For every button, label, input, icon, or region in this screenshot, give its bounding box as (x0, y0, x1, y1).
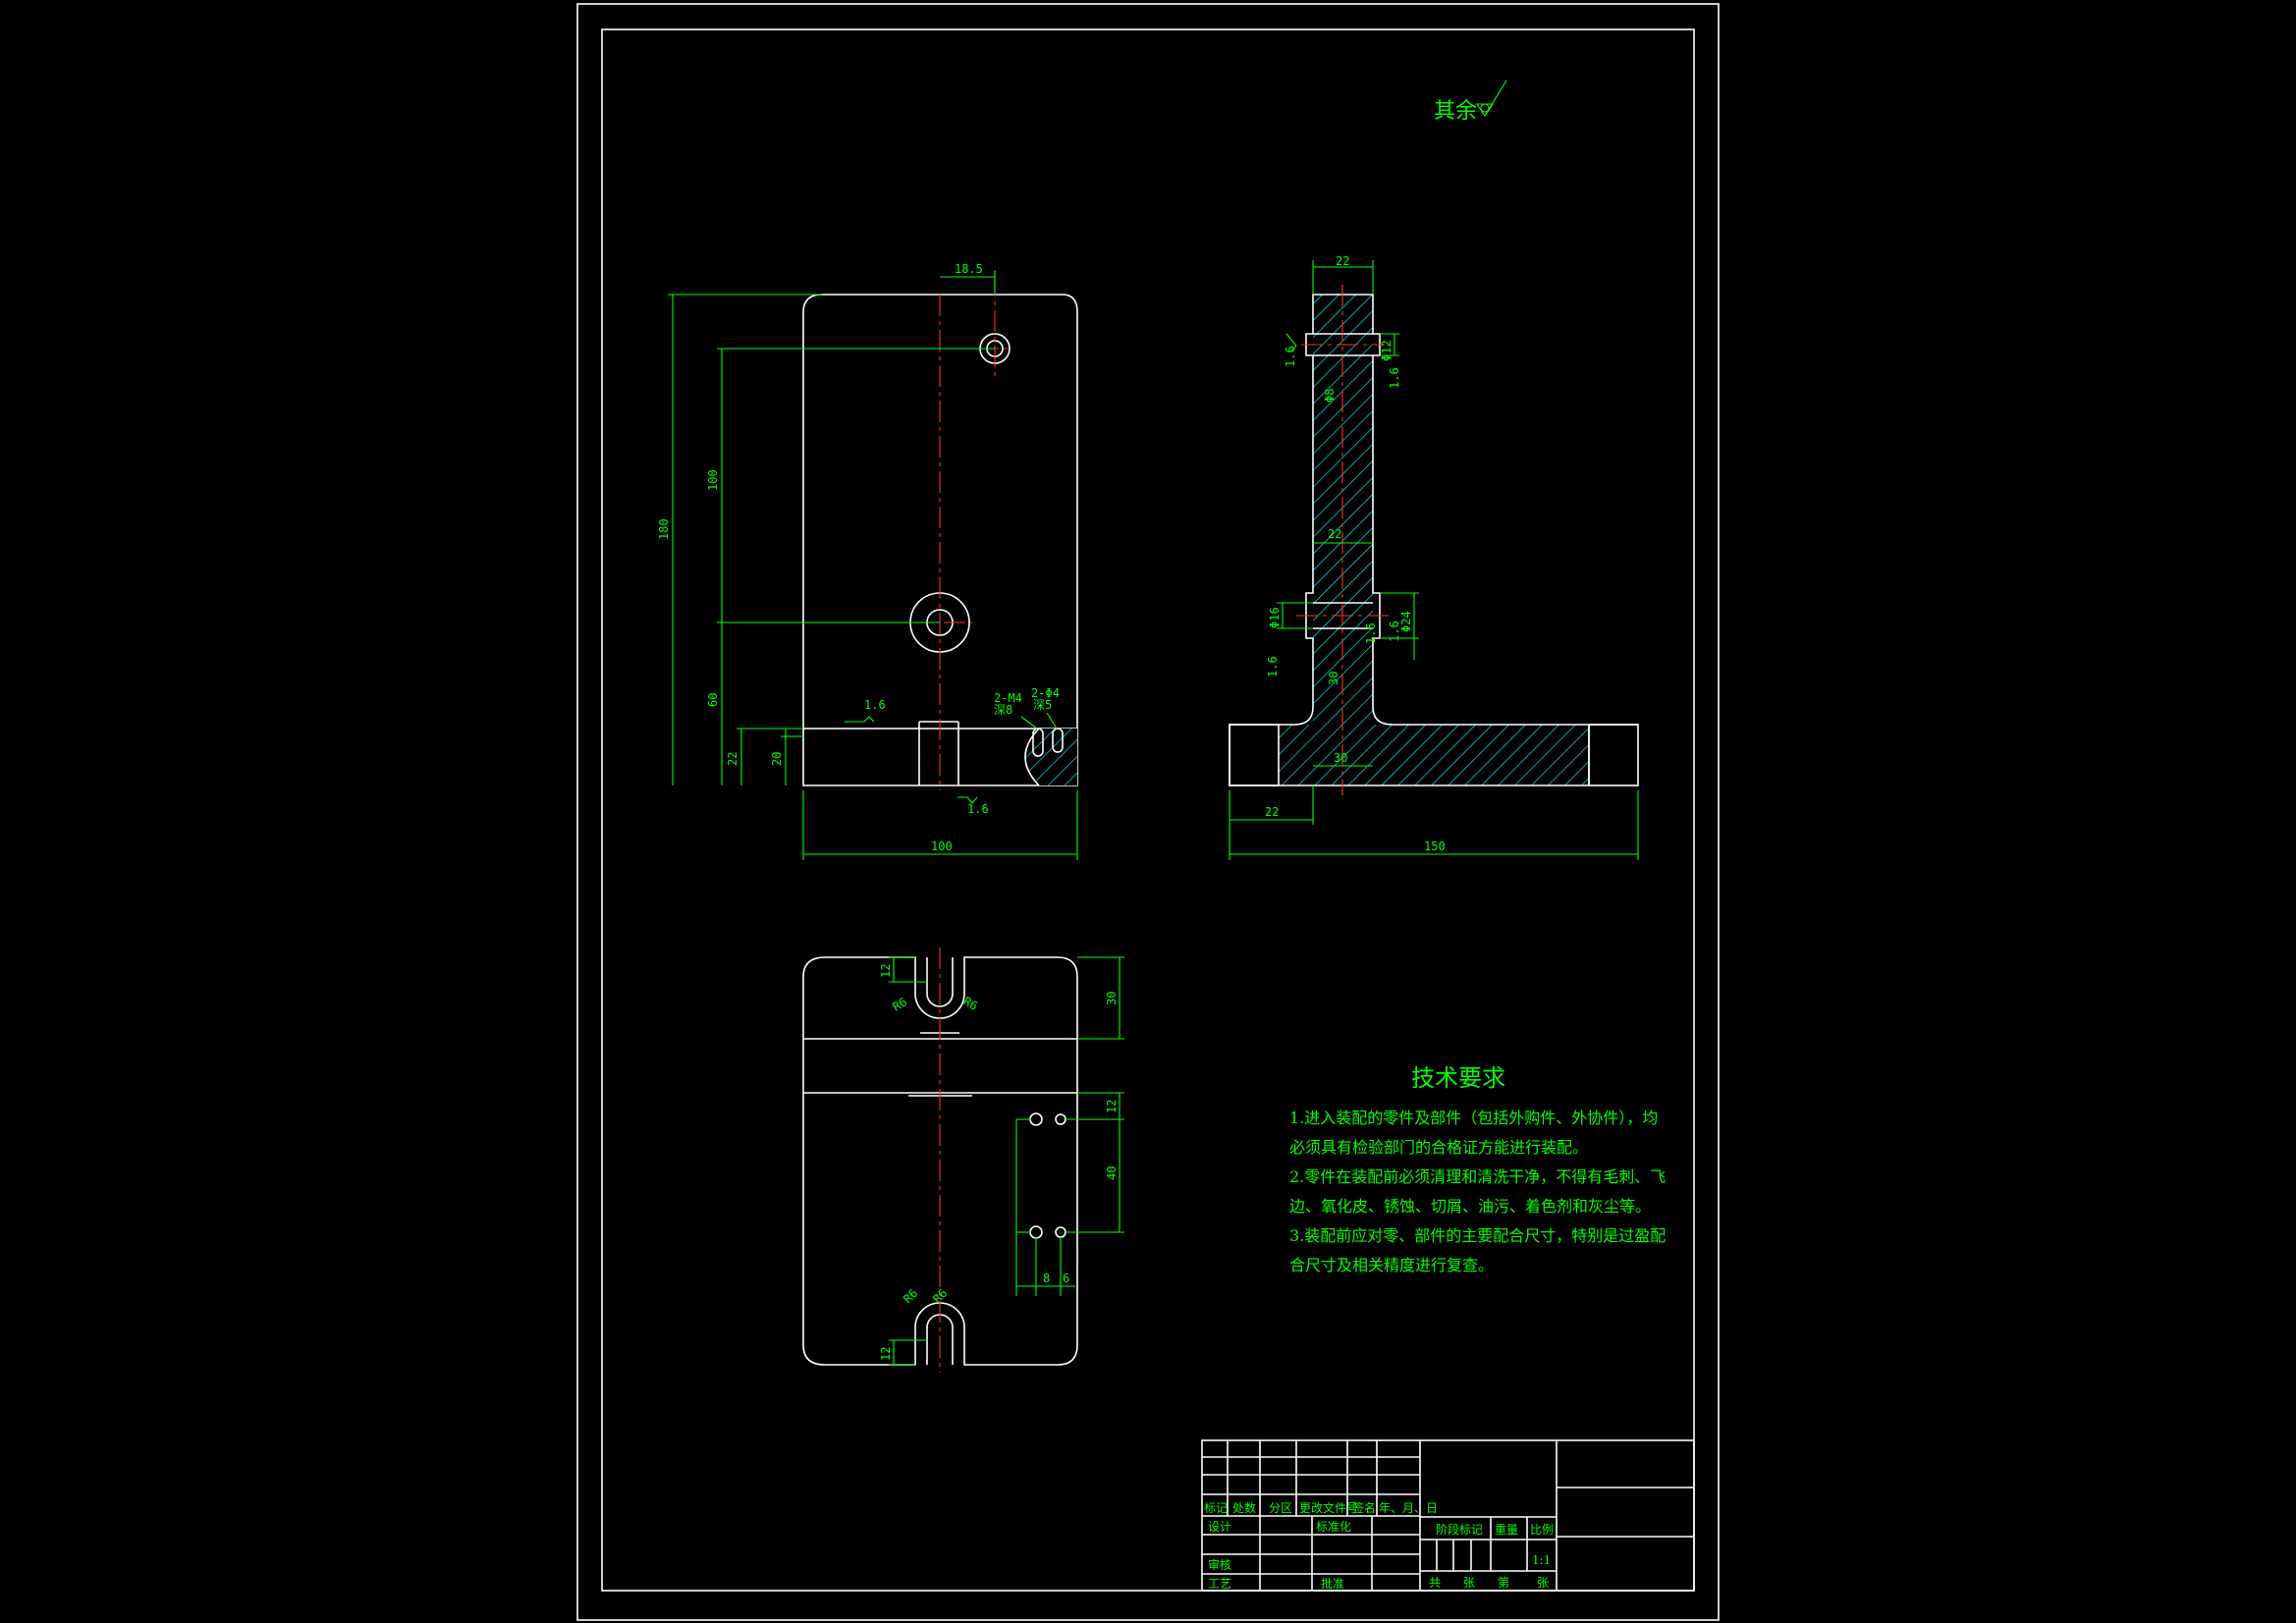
svg-text:1.6: 1.6 (1388, 367, 1401, 389)
svg-text:重量: 重量 (1495, 1523, 1518, 1537)
svg-text:标准化: 标准化 (1316, 1520, 1351, 1534)
svg-text:2-M4: 2-M4 (994, 691, 1022, 705)
svg-text:合尺寸及相关精度进行复查。: 合尺寸及相关精度进行复查。 (1289, 1256, 1494, 1274)
svg-text:张: 张 (1463, 1576, 1475, 1590)
svg-text:12: 12 (879, 964, 893, 978)
svg-text:100: 100 (706, 469, 720, 491)
svg-text:1.6: 1.6 (967, 802, 989, 816)
m4-hole (1032, 728, 1044, 757)
svg-text:其余: 其余 (1434, 99, 1477, 124)
svg-text:150: 150 (1424, 839, 1446, 853)
svg-text:必须具有检验部门的合格证方能进行装配。: 必须具有检验部门的合格证方能进行装配。 (1289, 1138, 1588, 1157)
svg-text:阶段标记: 阶段标记 (1436, 1522, 1483, 1537)
svg-text:审核: 审核 (1208, 1557, 1231, 1572)
svg-text:边、氧化皮、锈蚀、切屑、油污、着色剂和灰尘等。: 边、氧化皮、锈蚀、切屑、油污、着色剂和灰尘等。 (1289, 1197, 1651, 1216)
svg-text:1.6: 1.6 (1364, 622, 1378, 644)
svg-text:1.6: 1.6 (1266, 656, 1280, 677)
svg-text:技术要求: 技术要求 (1411, 1064, 1505, 1092)
svg-text:Φ24: Φ24 (1399, 611, 1413, 632)
phi4-hole (1052, 728, 1064, 753)
svg-text:100: 100 (931, 839, 953, 853)
svg-text:2.零件在装配前必须清理和清洗干净，不得有毛刺、飞: 2.零件在装配前必须清理和清洗干净，不得有毛刺、飞 (1289, 1167, 1666, 1186)
side-outline (1229, 294, 1590, 786)
svg-text:R6: R6 (891, 995, 910, 1013)
svg-text:更改文件号: 更改文件号 (1299, 1500, 1358, 1515)
svg-text:3.装配前应对零、部件的主要配合尺寸，特别是过盈配: 3.装配前应对零、部件的主要配合尺寸，特别是过盈配 (1289, 1226, 1666, 1245)
svg-text:30: 30 (1327, 672, 1340, 685)
tech-requirements: 技术要求 1.进入装配的零件及部件（包括外购件、外协件），均 必须具有检验部门的… (1289, 1064, 1666, 1274)
outer-border (576, 3, 1720, 1621)
svg-text:工艺: 工艺 (1208, 1577, 1231, 1591)
svg-text:60: 60 (706, 693, 720, 707)
svg-text:8: 8 (1043, 1271, 1050, 1285)
svg-text:18.5: 18.5 (955, 262, 983, 276)
svg-text:Φ16: Φ16 (1268, 607, 1282, 628)
surface-roughness-note: 其余 (1434, 80, 1507, 124)
svg-text:180: 180 (657, 518, 671, 540)
svg-text:1.6: 1.6 (1388, 621, 1401, 642)
svg-text:30: 30 (1105, 992, 1119, 1005)
svg-text:1.6: 1.6 (1284, 346, 1297, 367)
svg-text:比例: 比例 (1530, 1523, 1554, 1537)
side-view: 22 150 22 30 Φ12 Φ8 Φ24 Φ16 30 22 1.6 1.… (1229, 254, 1639, 860)
svg-text:12: 12 (879, 1347, 893, 1361)
svg-text:1.6: 1.6 (864, 698, 886, 712)
svg-text:标记: 标记 (1204, 1501, 1228, 1515)
bottom-view: 30 12 40 8 6 12 12 R6 R6 R6 R6 (802, 947, 1124, 1373)
inner-border (601, 28, 1695, 1592)
svg-text:22: 22 (726, 752, 739, 766)
front-view: 180 100 60 22 20 100 18.5 1.6 1.6 2-M4 深… (657, 262, 1078, 860)
svg-text:R6: R6 (901, 1286, 920, 1306)
svg-text:2-Φ4: 2-Φ4 (1031, 686, 1060, 700)
svg-text:签名: 签名 (1352, 1500, 1376, 1515)
svg-text:R6: R6 (961, 994, 981, 1012)
svg-text:处数: 处数 (1232, 1500, 1256, 1515)
svg-text:40: 40 (1105, 1166, 1119, 1180)
svg-text:6: 6 (1063, 1271, 1069, 1285)
svg-text:批准: 批准 (1321, 1576, 1344, 1591)
svg-text:分区: 分区 (1269, 1501, 1292, 1515)
svg-text:22: 22 (1336, 254, 1349, 268)
svg-text:1.进入装配的零件及部件（包括外购件、外协件），均: 1.进入装配的零件及部件（包括外购件、外协件），均 (1289, 1109, 1658, 1127)
svg-text:年、月、日: 年、月、日 (1379, 1501, 1438, 1515)
svg-text:Φ12: Φ12 (1380, 340, 1394, 361)
svg-text:张: 张 (1537, 1576, 1549, 1590)
roughness-symbol-icon (1475, 80, 1507, 117)
svg-text:第: 第 (1498, 1576, 1509, 1590)
bottom-outline (802, 956, 1078, 1366)
svg-text:22: 22 (1328, 527, 1341, 541)
svg-text:Φ8: Φ8 (1323, 389, 1337, 403)
svg-text:深5: 深5 (1033, 698, 1052, 712)
title-block: 标记 处数 分区 更改文件号 签名 年、月、日 设计 标准化 审核 工艺 批准 … (1201, 1439, 1695, 1592)
svg-text:1:1: 1:1 (1532, 1553, 1551, 1567)
svg-text:共: 共 (1429, 1576, 1441, 1590)
svg-text:12: 12 (1105, 1100, 1119, 1113)
svg-text:22: 22 (1265, 805, 1279, 819)
svg-text:设计: 设计 (1208, 1520, 1231, 1534)
svg-text:20: 20 (770, 752, 784, 766)
svg-text:深8: 深8 (994, 703, 1012, 717)
svg-text:30: 30 (1334, 751, 1347, 765)
